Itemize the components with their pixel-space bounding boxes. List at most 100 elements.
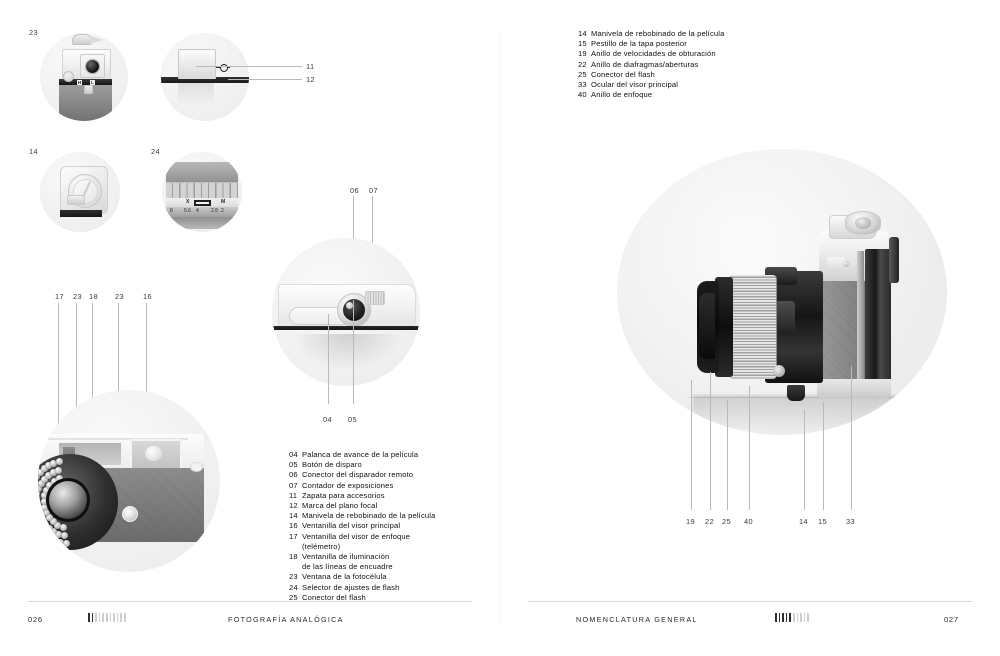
chapter-tick [796, 613, 799, 622]
selenium-bead [54, 521, 62, 529]
viewfinder-lens-shape [86, 59, 99, 73]
aperture-label-5: 2 [221, 208, 224, 214]
selenium-bead [38, 480, 45, 488]
chapter-tick [88, 613, 90, 622]
strap-hook-shape [190, 462, 203, 472]
legend-row-number: 07 [289, 480, 298, 490]
selenium-bead [55, 474, 63, 482]
selenium-bead [38, 469, 44, 477]
legend-row-text: (telémetro) [302, 541, 341, 551]
leader-line-hero-14 [804, 410, 805, 510]
leader-line-hero-25 [727, 400, 728, 510]
leader-line-07 [372, 196, 373, 274]
legend-row-text: Manivela de rebobinado de la película [302, 511, 436, 521]
plate-rewind-knob-14 [40, 152, 120, 232]
back-door-edge-shape [857, 251, 864, 386]
legend-row-text: Ventana de la fotocélula [302, 572, 387, 582]
footer-rule-left [28, 601, 472, 602]
front-lens-glass-shape [46, 478, 90, 522]
legend-row-number: 24 [289, 582, 298, 592]
selenium-cell-bead-ring [38, 454, 118, 550]
chapter-tick [800, 613, 802, 622]
callout-number-18: 18 [89, 292, 99, 301]
aperture-number-strip: 8 5.6 4 2.8 2 [166, 207, 238, 217]
aperture-ring-shape [715, 277, 733, 377]
legend-row-number: 16 [289, 521, 298, 531]
nameplate-strip-shape: H L [59, 79, 112, 85]
selenium-bead [40, 497, 48, 505]
selenium-bead [50, 459, 58, 467]
leader-line-hero-22 [710, 372, 711, 510]
plate-accessory-shoe [161, 33, 249, 121]
chapter-tick-bar-left [88, 613, 126, 622]
chapter-tick [91, 613, 94, 622]
running-head-left: FOTOGRAFÍA ANALÓGICA [228, 615, 344, 624]
aperture-label-4: 2.8 [211, 208, 218, 214]
leader-line-23-a [76, 303, 77, 445]
selenium-bead [41, 475, 49, 483]
body-screw-shape [843, 261, 849, 267]
callout-number-plate-23: 23 [29, 28, 39, 37]
camera-side-illustration [669, 189, 914, 431]
legend-row-text: Palanca de avance de la película [302, 450, 419, 459]
callout-number-hero-33: 33 [846, 517, 856, 526]
leader-line-17 [58, 303, 59, 443]
legend-row-number: 12 [289, 501, 298, 511]
self-timer-button-shape [122, 506, 138, 522]
legend-row-text: Anillo de velocidades de obturación [591, 49, 716, 59]
chapter-tick [113, 613, 115, 622]
page-gutter [500, 0, 501, 656]
legend-row-number: 04 [289, 450, 298, 459]
legend-row-text: Conector del flash [302, 592, 366, 602]
callout-number-16: 16 [143, 292, 153, 301]
exposure-counter-knurl-shape [365, 291, 385, 305]
legend-row-text: Ocular del visor principal [591, 80, 679, 90]
legend-row-number: 33 [578, 80, 587, 90]
plate-camera-front [38, 390, 220, 572]
leader-line-hero-19 [691, 380, 692, 510]
legend-row-text: Zapata para accesorios [302, 490, 385, 500]
selenium-bead [55, 457, 63, 465]
chapter-tick [120, 613, 122, 622]
selenium-bead [38, 506, 41, 514]
chapter-tick [98, 613, 101, 622]
legend-row-number: 06 [289, 470, 298, 480]
legend-row-text: de las líneas de encuadre [302, 562, 393, 572]
callout-number-07: 07 [369, 186, 379, 195]
legend-row-number: 25 [578, 69, 587, 79]
selenium-bead [38, 525, 41, 533]
chapter-tick [123, 613, 126, 622]
legend-row: de las líneas de encuadre [289, 562, 435, 572]
legend-row-text: Botón de disparo [302, 460, 362, 470]
lens-barrel-shape [166, 162, 238, 184]
selenium-bead [38, 512, 43, 520]
selenium-bead [38, 529, 45, 537]
legend-row-text: Anillo de enfoque [591, 90, 653, 100]
selenium-bead [41, 521, 49, 529]
leader-line-12 [228, 79, 302, 80]
knob-base-shadow [60, 210, 102, 217]
leader-line-hero-15 [823, 402, 824, 510]
focus-ring-shape [729, 275, 777, 379]
selenium-bead [41, 503, 48, 511]
callout-number-06: 06 [350, 186, 360, 195]
plate-camera-top-23: H L [40, 33, 128, 121]
focal-plane-circle [220, 64, 228, 72]
folio-right: 027 [944, 615, 959, 624]
flash-scale-m-label: M [221, 199, 226, 205]
chapter-tick [807, 613, 809, 622]
callout-number-11: 11 [306, 62, 315, 71]
eyepiece-window-shape [855, 217, 871, 229]
callout-number-hero-25: 25 [722, 517, 732, 526]
camera-reflection [693, 395, 903, 431]
legend-row-text: Manivela de rebobinado de la película [591, 29, 725, 38]
shutter-release-button-shape [345, 301, 353, 309]
chapter-tick [792, 613, 795, 622]
